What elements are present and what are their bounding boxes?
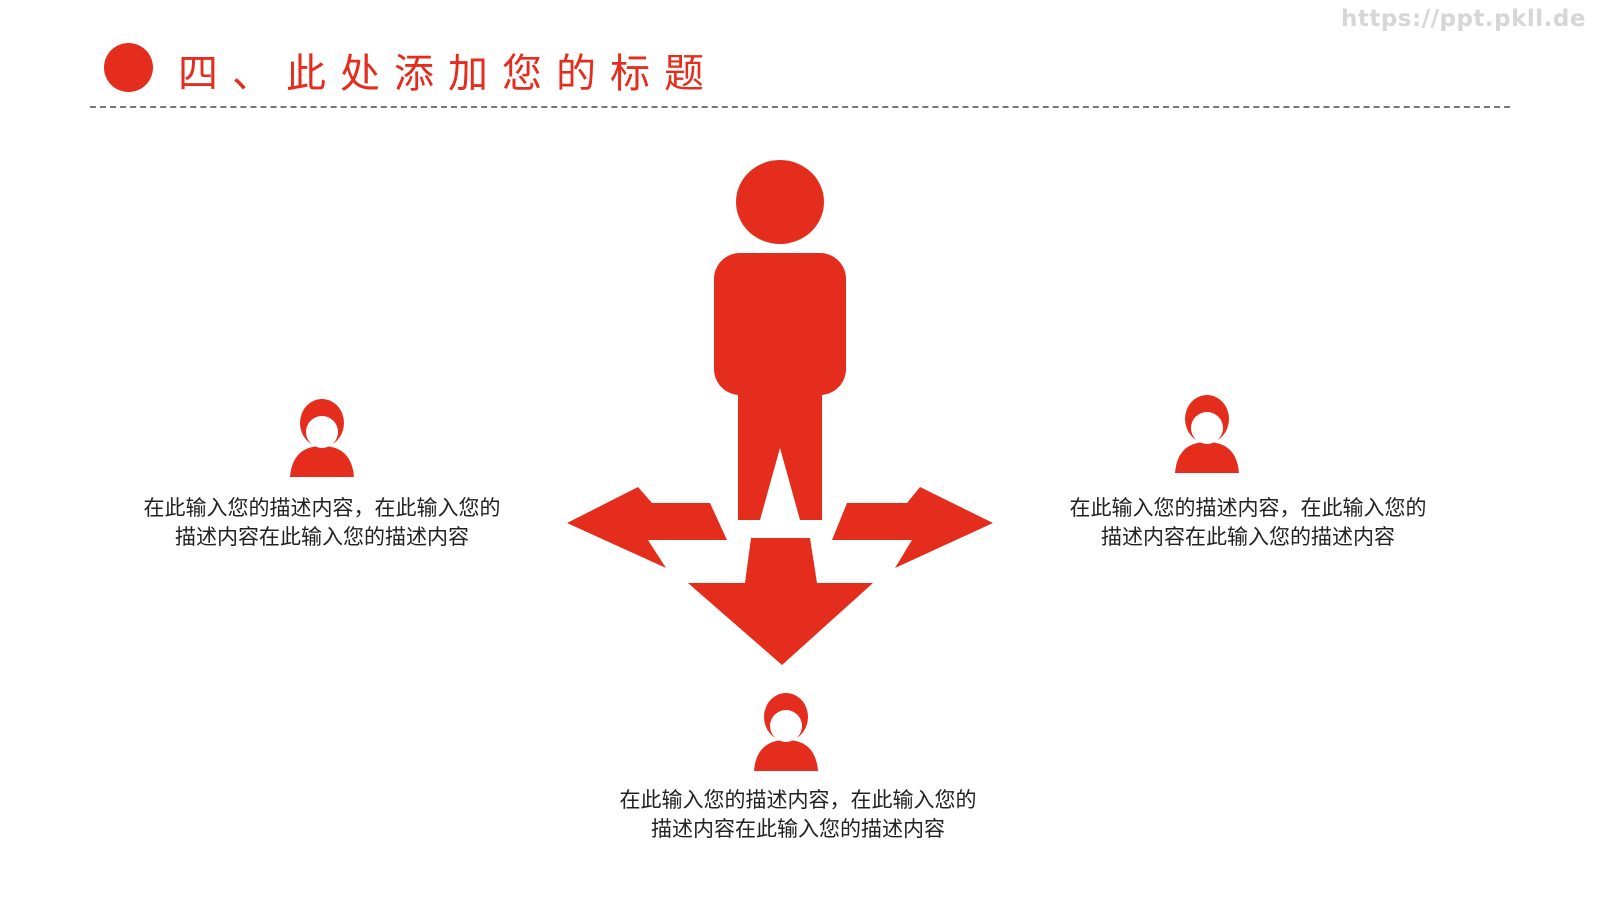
arrow-left-icon: [567, 487, 727, 568]
title-bullet-dot: [104, 43, 153, 92]
bottom-description-line-2: 描述内容在此输入您的描述内容: [651, 817, 945, 841]
user-avatar-icon: [290, 399, 354, 477]
left-description-line-2: 描述内容在此输入您的描述内容: [175, 525, 469, 549]
bottom-description: 在此输入您的描述内容，在此输入您的 描述内容在此输入您的描述内容: [578, 786, 1018, 844]
arrow-down-icon: [688, 538, 873, 665]
left-description: 在此输入您的描述内容，在此输入您的 描述内容在此输入您的描述内容: [102, 494, 542, 552]
user-avatar-icon: [754, 693, 818, 771]
user-avatar-icon: [1175, 395, 1239, 473]
watermark-url: https://ppt.pkll.de: [1340, 6, 1586, 32]
right-description: 在此输入您的描述内容，在此输入您的 描述内容在此输入您的描述内容: [1028, 494, 1468, 552]
title-divider: [90, 106, 1510, 108]
right-description-line-1: 在此输入您的描述内容，在此输入您的: [1069, 496, 1427, 520]
left-description-line-1: 在此输入您的描述内容，在此输入您的: [143, 496, 501, 520]
arrow-right-icon: [832, 487, 993, 568]
bottom-description-line-1: 在此输入您的描述内容，在此输入您的: [619, 788, 977, 812]
standing-person-icon: [714, 160, 846, 520]
page-title: 四、此处添加您的标题: [178, 51, 718, 97]
right-description-line-2: 描述内容在此输入您的描述内容: [1101, 525, 1395, 549]
